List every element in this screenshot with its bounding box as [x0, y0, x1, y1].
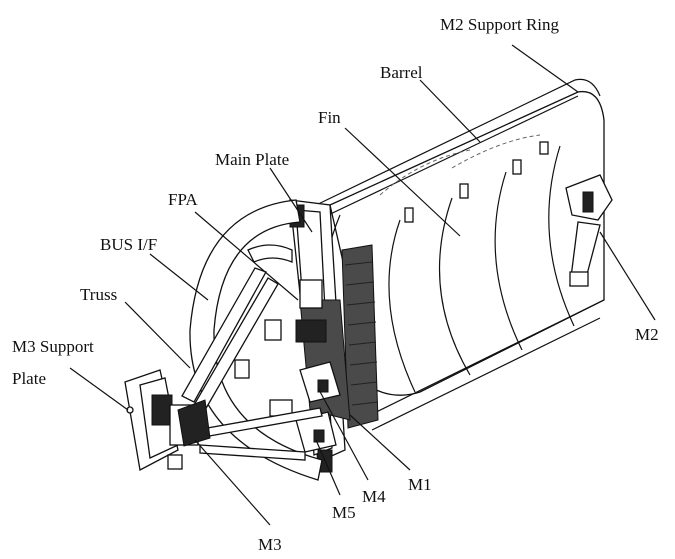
label-bus-if: BUS I/F: [100, 235, 157, 254]
label-m4: M4: [362, 487, 386, 506]
leader-barrel: [419, 79, 481, 143]
leader-fpa: [194, 211, 299, 301]
fpa-unit: [295, 279, 327, 343]
label-m2: M2: [635, 325, 659, 344]
leader-m5: [315, 439, 341, 496]
barrel: [309, 78, 605, 431]
leader-lines: [69, 44, 656, 526]
label-m3-support-line1: M3 Support: [12, 337, 94, 356]
fins: [379, 134, 575, 393]
label-barrel: Barrel: [380, 63, 423, 82]
leader-truss: [124, 301, 191, 369]
label-fpa: FPA: [168, 190, 198, 209]
label-m1: M1: [408, 475, 432, 494]
label-truss: Truss: [80, 285, 117, 304]
label-m3-support-line2: Plate: [12, 369, 46, 388]
leader-m4: [317, 387, 369, 481]
label-fin: Fin: [318, 108, 341, 127]
m3-mirror: [177, 399, 211, 447]
m4-m5-mirrors: [295, 361, 341, 453]
leader-bus-if: [149, 253, 209, 301]
leader-main-plate: [269, 167, 313, 233]
leader-m1: [349, 414, 411, 471]
truss: [181, 267, 323, 461]
bus-interface-ring: [189, 199, 323, 481]
leader-m2: [599, 231, 656, 321]
label-m5: M5: [332, 503, 356, 522]
label-main-plate: Main Plate: [215, 150, 289, 169]
leader-m3: [194, 439, 271, 526]
label-m2-support-ring: M2 Support Ring: [440, 15, 560, 34]
leader-m2-support-ring: [511, 44, 579, 93]
leader-m3-support-plate: [69, 367, 129, 411]
label-m3: M3: [258, 535, 282, 554]
leader-fin: [344, 127, 461, 237]
m2-mirror-assembly: [565, 174, 613, 287]
labels: M2 Support Ring Barrel Fin Main Plate FP…: [12, 15, 659, 554]
